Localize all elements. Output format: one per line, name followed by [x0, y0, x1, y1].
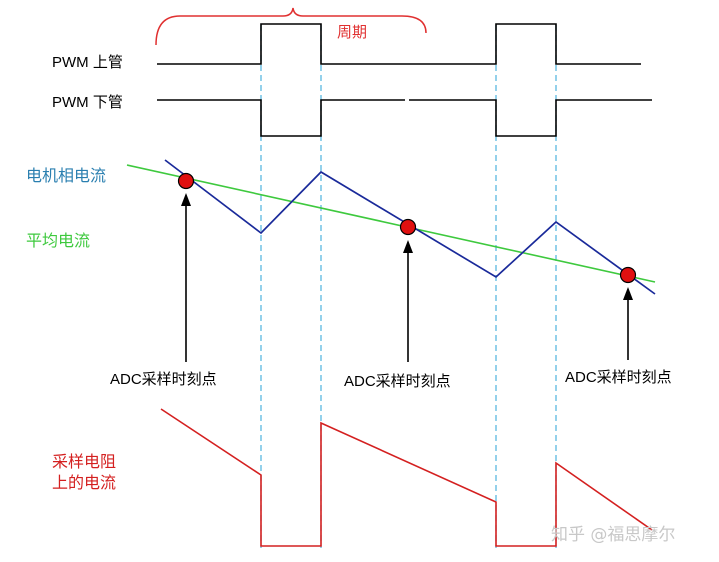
period-brace: [155, 7, 427, 46]
adc-sample-label-3: ADC采样时刻点: [565, 369, 672, 386]
pwm-high-waveform: [157, 23, 641, 65]
up-arrow-icon: [403, 240, 413, 362]
sample-point-3: [619, 266, 637, 284]
pwm-low-waveform-cont: [409, 99, 652, 137]
pwm-high-label: PWM 上管: [52, 54, 123, 71]
phase-current-label: 电机相电流: [26, 167, 106, 185]
shunt-current-label-line1: 采样电阻: [52, 453, 116, 471]
shunt-current-label-line2: 上的电流: [52, 474, 116, 492]
watermark: 知乎 @福思摩尔: [551, 525, 675, 545]
pwm-low-label: PWM 下管: [52, 94, 123, 111]
sample-point-2: [399, 218, 417, 236]
avg-current-label: 平均电流: [26, 232, 90, 250]
sample-point-1: [177, 172, 195, 190]
up-arrow-icon: [181, 193, 191, 362]
period-label: 周期: [337, 24, 367, 41]
shunt-current-waveform: [160, 408, 653, 547]
up-arrow-icon: [623, 287, 633, 360]
adc-sample-label-1: ADC采样时刻点: [110, 371, 217, 388]
adc-sample-label-2: ADC采样时刻点: [344, 373, 451, 390]
avg-current-line: [126, 164, 656, 283]
pwm-low-waveform: [157, 99, 405, 137]
